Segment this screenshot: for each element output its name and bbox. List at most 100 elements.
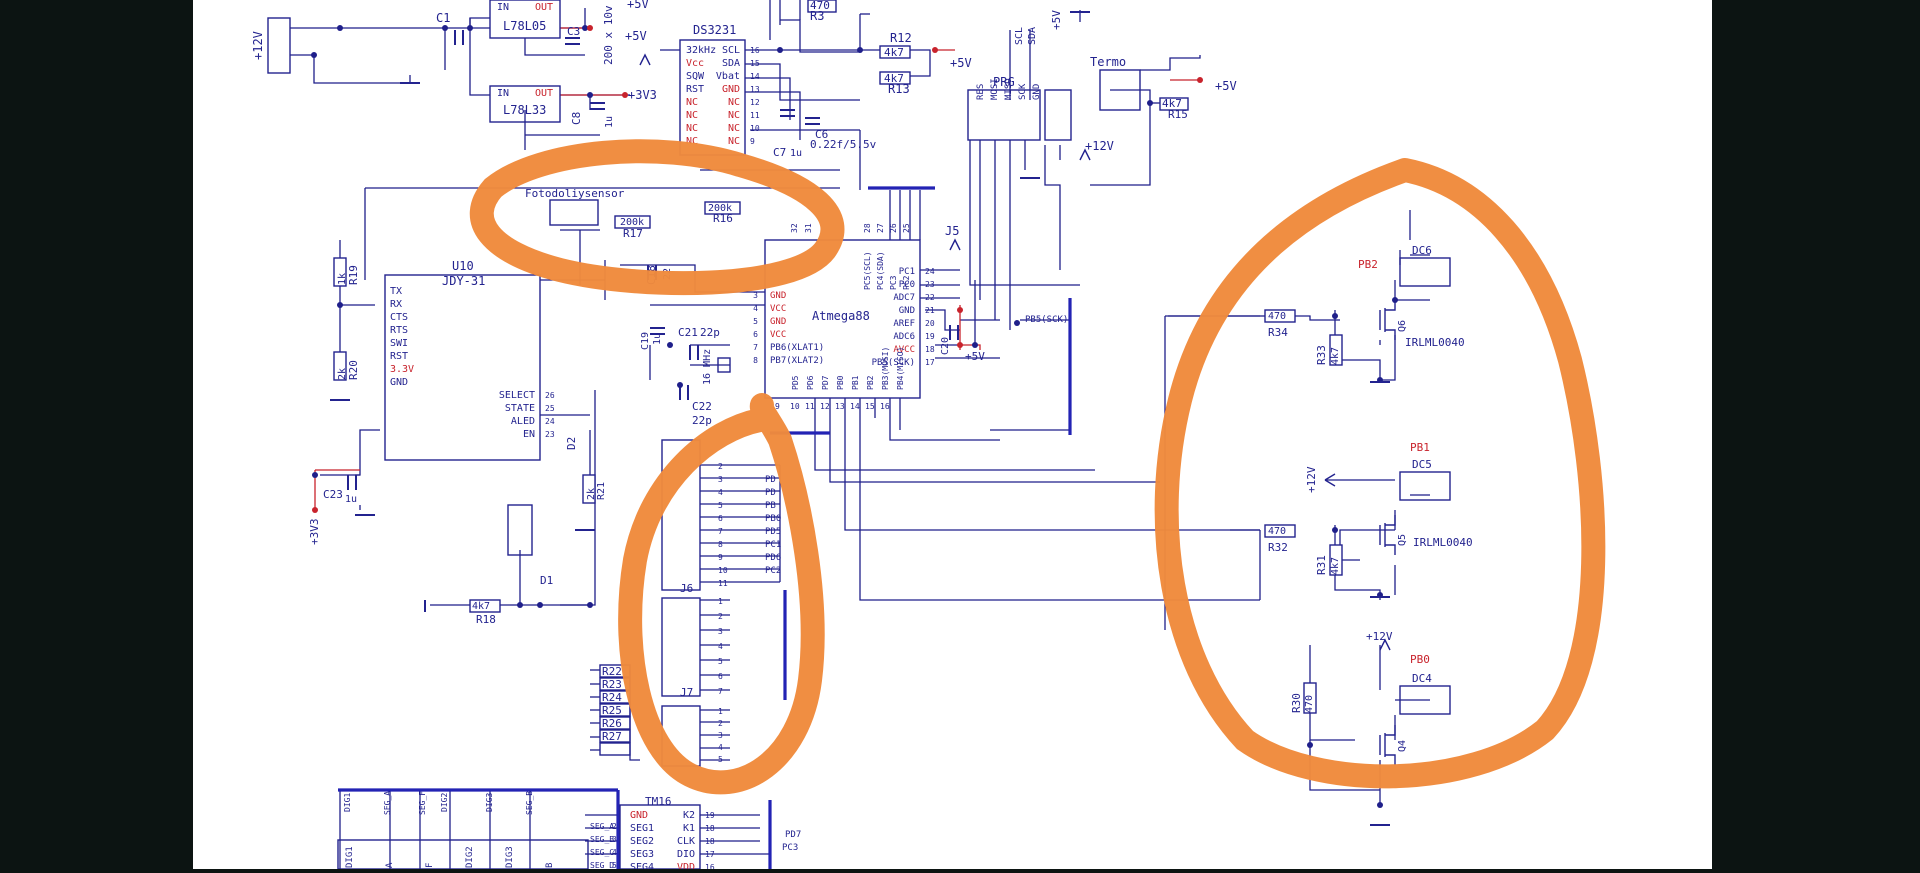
backdrop-right [1712, 0, 1920, 869]
mcu-pin-num: 31 [804, 223, 813, 233]
jdy-pin-left: TX [390, 286, 402, 297]
mcu-pin-left: PB7(XLAT2) [770, 356, 824, 366]
j6-pin-num: 5 [718, 657, 723, 666]
mcu-pin-num: 28 [863, 223, 872, 233]
mcu-pin-num: 11 [805, 402, 815, 411]
mcu-pin-right: AREF [893, 319, 915, 329]
ds3231-pin-left: 32kHz [686, 45, 716, 56]
svg-text:R18: R18 [476, 613, 496, 626]
highlights [469, 139, 1606, 795]
header-pin-num: 3 [718, 475, 723, 484]
svg-text:+5V: +5V [1215, 79, 1237, 93]
power-arrows [639, 53, 1391, 651]
svg-text:200k: 200k [620, 217, 644, 228]
svg-text:Q6: Q6 [1397, 320, 1408, 332]
mcu-pin-bottom: PD5 [791, 375, 800, 390]
svg-text:4k7: 4k7 [884, 72, 904, 85]
mcu-pin-num: 16 [880, 402, 890, 411]
svg-text:4k7: 4k7 [1330, 347, 1341, 365]
ground-symbols [330, 11, 1390, 826]
tm-pin-right: VDD [677, 862, 695, 869]
mcu-pin-right: ADC6 [893, 332, 915, 342]
jdy-pin-num: 25 [545, 404, 555, 413]
ds3231-pin-num: 16 [750, 46, 760, 55]
ds3231-pin-left: Vcc [686, 58, 704, 69]
svg-text:SEG_F: SEG_F [418, 791, 427, 815]
mcu-pin-num: 26 [889, 223, 898, 233]
svg-text:DS3231: DS3231 [693, 23, 736, 37]
svg-text:2k: 2k [586, 488, 597, 500]
svg-text:SDA: SDA [1027, 27, 1038, 45]
j6-pin-num: 1 [718, 597, 723, 606]
mcu-pin-num: 10 [790, 402, 800, 411]
power-junctions [312, 25, 1203, 513]
ds3231-pin-right: Vbat [716, 71, 740, 82]
jdy-pin-left: SWI [390, 338, 408, 349]
svg-text:C1: C1 [436, 11, 450, 25]
header-pin-num: 8 [718, 540, 723, 549]
svg-text:+5V: +5V [627, 0, 649, 11]
header-net: PB [765, 501, 776, 511]
svg-text:J6: J6 [680, 582, 693, 595]
connector-dc4 [1399, 685, 1451, 715]
svg-text:R19: R19 [347, 265, 360, 285]
svg-text:+3V3: +3V3 [628, 88, 657, 102]
mcu-pin-num: 6 [753, 330, 758, 339]
module-jdy31 [384, 274, 541, 461]
mcu-pin-left: GND [770, 291, 786, 301]
ds3231-pin-right: NC [728, 123, 740, 134]
reg-l78l33 [489, 85, 561, 123]
svg-text:1k: 1k [337, 273, 348, 285]
tm-pin: SEG3 [630, 849, 654, 860]
svg-text:PB0: PB0 [1410, 653, 1430, 666]
j6-pin-num: 2 [718, 612, 723, 621]
svg-text:D2: D2 [565, 437, 578, 450]
connector-j6 [661, 597, 701, 697]
backdrop-left [0, 0, 193, 869]
display-pin: DIG2 [465, 846, 475, 868]
svg-text:J5: J5 [945, 224, 959, 238]
tm-pin-right: K1 [683, 823, 695, 834]
tm-pin: GND [630, 810, 648, 821]
jdy-pin-num: 23 [545, 430, 555, 439]
jdy-pin-left: RST [390, 351, 408, 362]
ds3231-pin-left: NC [686, 97, 698, 108]
jdy-pin-left: RX [390, 299, 402, 310]
mcu-pin-num: 21 [925, 306, 935, 315]
tm-pin: SEG2 [630, 836, 654, 847]
mcu-pin-num: 22 [925, 293, 935, 302]
svg-text:J7: J7 [680, 686, 693, 699]
ds3231-pin-num: 10 [750, 124, 760, 133]
ds3231-pin-num: 13 [750, 85, 760, 94]
svg-text:C22: C22 [692, 400, 712, 413]
schematic-paper [193, 0, 1712, 869]
mcu-pin-bottom: PB2 [866, 375, 875, 390]
j6-pin-num: 7 [718, 687, 723, 696]
header-pin-num: 5 [718, 501, 723, 510]
mcu-pin-num: 7 [753, 343, 758, 352]
tm-pin-num: 18 [705, 824, 715, 833]
connector-12v [267, 17, 291, 74]
svg-text:R22: R22 [602, 665, 622, 678]
svg-text:PC3: PC3 [782, 843, 798, 853]
prg-pin: SCK [1018, 83, 1028, 100]
svg-text:Atmega88: Atmega88 [812, 309, 870, 323]
svg-text:4k7: 4k7 [472, 601, 490, 612]
connector-prg [967, 89, 1041, 141]
mcu-pin-right: PC1 [899, 267, 915, 277]
svg-text:22p: 22p [692, 414, 712, 427]
svg-text:DC6: DC6 [1412, 244, 1432, 257]
mcu-pin-bottom: PB1 [851, 375, 860, 390]
svg-text:DIG3: DIG3 [485, 793, 494, 812]
svg-text:1u: 1u [790, 148, 802, 159]
mcu-pin-num: 13 [835, 402, 845, 411]
crystal [717, 357, 731, 373]
mcu-pin-num: 14 [850, 402, 860, 411]
header-net: PD [765, 475, 776, 485]
svg-text:R25: R25 [602, 704, 622, 717]
ds3231-pin-num: 9 [750, 137, 755, 146]
ds3231-pin-right: NC [728, 136, 740, 147]
pin-labels: 32kHzVccSQWRSTNCNCNCNCSCLSDAVbatGNDNCNCN… [345, 45, 1042, 873]
svg-text:PD7: PD7 [785, 830, 801, 840]
svg-text:PB1: PB1 [1410, 441, 1430, 454]
